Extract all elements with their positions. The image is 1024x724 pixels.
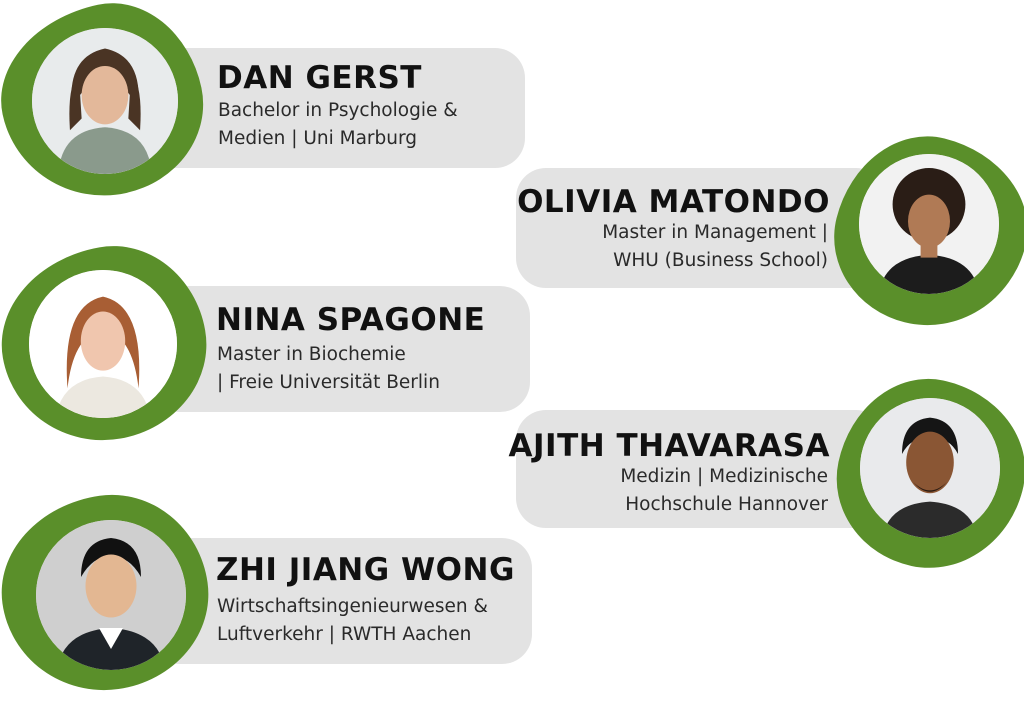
avatar-dan-gerst: [32, 28, 178, 174]
person-portrait-icon: [36, 520, 186, 670]
person-portrait-icon: [860, 398, 1000, 538]
person-name: DAN GERST: [217, 60, 422, 96]
person-description-line-1: Medizin | Medizinische: [620, 466, 828, 487]
person-name: ZHI JIANG WONG: [216, 552, 515, 588]
person-description-line-1: Wirtschaftsingenieurwesen &: [217, 596, 488, 617]
person-description-line-1: Bachelor in Psychologie &: [218, 100, 458, 121]
person-portrait-icon: [32, 28, 178, 174]
person-description-line-2: WHU (Business School): [613, 250, 828, 271]
avatar-nina-spagone: [29, 270, 177, 418]
person-description-line-2: Luftverkehr | RWTH Aachen: [217, 624, 472, 645]
profile-card-olivia-matondo: [516, 168, 886, 288]
avatar-olivia-matondo: [859, 154, 999, 294]
person-description-line-2: Medien | Uni Marburg: [218, 128, 418, 149]
person-portrait-icon: [859, 154, 999, 294]
person-portrait-icon: [29, 270, 177, 418]
person-name: NINA SPAGONE: [216, 302, 486, 338]
avatar-zhi-jiang-wong: [36, 520, 186, 670]
person-description-line-2: | Freie Universität Berlin: [217, 372, 440, 393]
profile-card-zhi-jiang-wong: [150, 538, 532, 664]
profile-card-ajith-thavarasa: [516, 410, 886, 528]
person-description-line-1: Master in Biochemie: [217, 344, 406, 365]
person-name: AJITH THAVARASA: [508, 428, 830, 464]
profile-card-dan-gerst: [140, 48, 525, 168]
avatar-ajith-thavarasa: [860, 398, 1000, 538]
person-description-line-2: Hochschule Hannover: [625, 494, 828, 515]
person-name: OLIVIA MATONDO: [517, 184, 830, 220]
person-description-line-1: Master in Management |: [602, 222, 828, 243]
profile-card-nina-spagone: [150, 286, 530, 412]
